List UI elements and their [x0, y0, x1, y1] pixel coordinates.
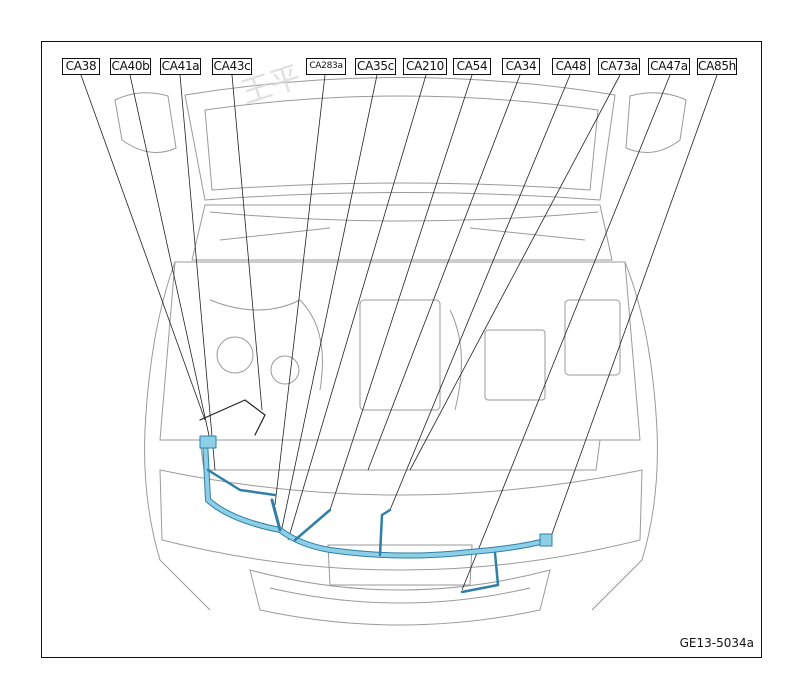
- connector-label-ca47a: CA47a: [648, 58, 690, 75]
- right-fender: [591, 261, 658, 611]
- connector-label-ca41a: CA41a: [160, 58, 201, 75]
- figure-code: GE13-5034a: [679, 636, 754, 650]
- fuse-box: [564, 299, 621, 376]
- connector-label-ca54: CA54: [453, 58, 491, 75]
- hood-outline: [184, 77, 616, 201]
- connector-label-ca43c: CA43c: [212, 58, 252, 75]
- lower-grille: [249, 569, 551, 626]
- hood-inner: [204, 95, 599, 191]
- left-fender: [144, 261, 211, 611]
- connector-label-ca210: CA210: [403, 58, 447, 75]
- leader-lines: [80, 74, 718, 591]
- radiator-support: [199, 439, 601, 471]
- engine-block: [359, 299, 441, 411]
- connector-label-ca85h: CA85h: [697, 58, 737, 75]
- right-mirror: [625, 92, 687, 153]
- cowl: [191, 204, 613, 261]
- engine-bay-outline: [159, 261, 641, 441]
- license-plate: [327, 544, 473, 586]
- wiring-harness: [199, 399, 553, 594]
- connector-label-ca38: CA38: [62, 58, 100, 75]
- connector-label-ca48: CA48: [552, 58, 590, 75]
- battery-area: [484, 329, 546, 401]
- connector-label-ca73a: CA73a: [598, 58, 640, 75]
- left-mirror: [114, 92, 177, 153]
- connector-label-ca35c: CA35c: [355, 58, 396, 75]
- reservoir: [216, 336, 254, 374]
- connector-label-ca40b: CA40b: [110, 58, 151, 75]
- connector-label-ca283a: CA283a: [306, 58, 346, 75]
- front-bumper: [159, 469, 643, 571]
- connector-label-ca34: CA34: [502, 58, 540, 75]
